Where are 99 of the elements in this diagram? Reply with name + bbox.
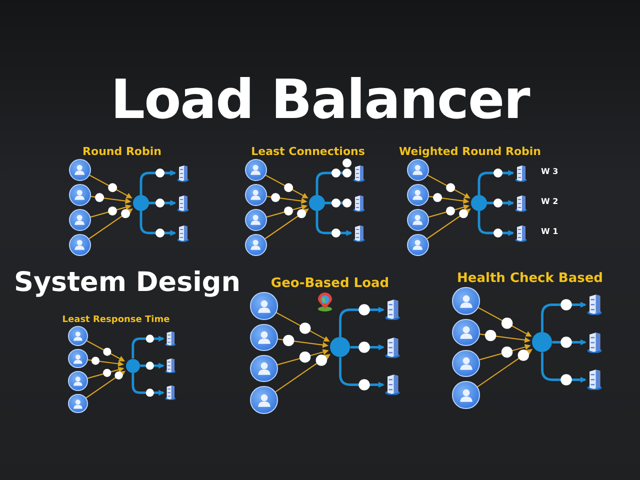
server-icon [177,224,189,242]
subtitle: System Design [14,267,240,300]
arrow [265,174,308,198]
user-icon [245,184,267,206]
panel-title: Weighted Round Robin [399,145,541,158]
user-icon [69,159,91,181]
arrow [427,174,470,198]
arrow [350,344,384,350]
arrow [552,339,586,346]
arrow [266,204,308,218]
user-icon [245,209,267,231]
load-balancer-circle [133,195,149,211]
server-icon [353,224,365,242]
arrow [140,211,176,236]
user-icon [69,234,91,256]
user-icon [407,234,429,256]
server-icon [587,369,602,390]
panel-title: Round Robin [82,145,162,158]
arrow [339,306,384,338]
weight-label: W 3 [541,167,558,176]
panel-title: Least Response Time [62,315,170,326]
server-icon [515,164,527,182]
weight-label: W 2 [541,197,558,206]
arrow [478,170,514,195]
arrow [149,200,176,206]
panel-title: Geo-Based Load [270,276,390,292]
arrow [278,338,329,348]
user-icon [452,381,480,408]
server-icon [385,299,400,320]
arrow [480,334,531,343]
user-icon [69,184,91,206]
arrow [88,208,133,240]
user-icon [250,292,278,320]
user-icon [407,209,429,231]
title: Load Balancer [110,68,532,132]
server-icon [587,294,602,316]
server-icon [515,194,527,212]
arrow [479,344,531,360]
user-icon [250,386,278,414]
server-icon [515,224,527,242]
arrow [89,174,132,198]
arrow [87,366,124,379]
arrow [88,359,124,367]
user-icon [407,184,429,206]
arrow [428,204,470,218]
arrow [339,357,384,388]
load-balancer-circle [126,358,140,373]
arrow [266,196,308,204]
arrow [86,340,125,362]
server-icon [385,336,400,358]
arrow [277,349,329,366]
load-balancer-circle [309,195,325,211]
arrow [264,208,309,240]
server-icon [177,194,189,212]
arrow [276,312,330,342]
arrow [477,348,533,388]
server-icon [165,331,176,346]
arrow [86,370,126,398]
server-icon [587,332,602,353]
arrow [132,372,164,396]
arrow [478,307,532,337]
arrow [426,208,471,240]
arrow [541,302,586,332]
server-icon [177,164,189,182]
panel-title: Health Check Based [457,271,603,287]
user-icon [68,326,88,346]
arrow [478,211,514,236]
arrow [140,362,164,369]
arrow [316,211,352,236]
server-icon [353,194,365,212]
user-icon [250,324,278,351]
server-icon [165,385,176,400]
panel-title: Least Connections [251,145,365,158]
server-icon [385,374,400,396]
arrow [140,170,176,195]
load-balancer-circle [330,337,350,358]
user-icon [452,350,480,378]
weight-label: W 1 [541,227,558,236]
arrow [90,196,132,204]
server-icon [165,358,176,374]
user-icon [68,394,88,414]
arrow [275,354,331,392]
load-balancer-circle [532,332,552,352]
arrow [132,336,164,358]
user-icon [245,159,267,181]
server-icon [353,164,365,182]
user-icon [452,318,480,346]
user-icon [69,209,91,231]
user-icon [245,234,267,256]
load-balancer-circle [471,195,487,211]
user-icon [68,348,88,368]
arrow [541,352,586,383]
user-icon [407,159,429,181]
arrow [487,200,514,206]
arrow [90,204,132,218]
user-icon [250,354,278,382]
user-icon [452,287,480,315]
arrow [428,196,470,204]
user-icon [68,371,88,391]
